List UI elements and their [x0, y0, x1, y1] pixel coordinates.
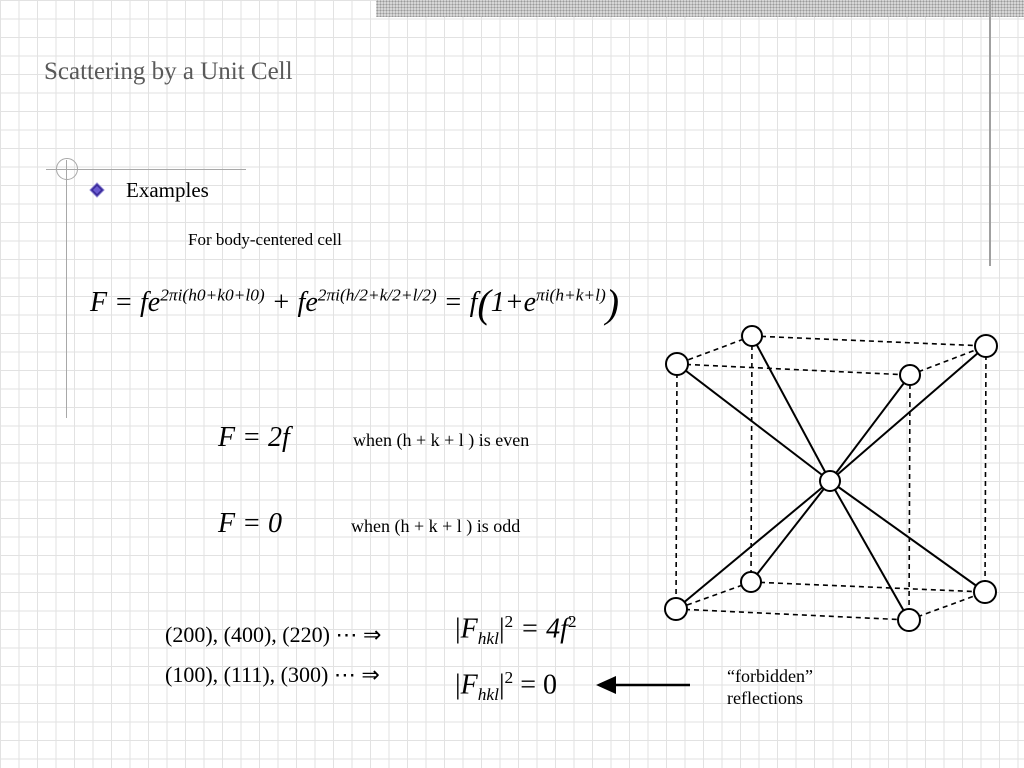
eq-plus: + fe — [264, 287, 318, 318]
decorative-circle — [56, 158, 78, 180]
corner-atom — [665, 352, 689, 376]
subheading: For body-centered cell — [188, 230, 342, 249]
forbidden-annotation: “forbidden” reflections — [727, 665, 813, 709]
eq-exp1: 2πi(h0+k0+l0) — [160, 285, 265, 305]
structure-factor-equation: F = fe2πi(h0+k0+l0) + fe2πi(h/2+k/2+l/2)… — [90, 281, 620, 326]
even-result: F = 2f — [218, 422, 290, 453]
corner-atom — [897, 608, 921, 632]
center-atom — [819, 470, 841, 492]
corner-atom — [740, 571, 762, 593]
eq-exp3: πi(h+k+l) — [536, 285, 606, 305]
corner-atom — [973, 580, 997, 604]
odd-result: F = 0 — [218, 508, 282, 539]
slide-title: Scattering by a Unit Cell — [44, 58, 293, 85]
left-arrow-icon — [596, 676, 690, 694]
odd-condition: when (h + k + l ) is odd — [351, 516, 521, 536]
bullet-text: Examples — [126, 178, 209, 202]
eq-exp2: 2πi(h/2+k/2+l/2) — [317, 285, 437, 305]
eq-lhs: F = fe — [90, 287, 161, 318]
forbidden-reflections: (100), (111), (300) ⋯ ⇒ — [165, 662, 380, 687]
corner-atom — [899, 364, 921, 386]
diamond-bullet-icon — [89, 182, 105, 198]
reflections-label: reflections — [727, 688, 803, 708]
allowed-intensity-equation: |Fhkl|2 = 4f2 — [455, 612, 577, 648]
decorative-horizontal-line — [46, 169, 246, 170]
corner-atom — [974, 334, 998, 358]
even-condition: when (h + k + l ) is even — [353, 430, 530, 450]
forbidden-label: “forbidden” — [727, 666, 813, 686]
corner-atom — [664, 597, 688, 621]
decorative-top-bar — [376, 0, 1024, 17]
eq-inner: 1+e — [490, 287, 537, 318]
decorative-left-line — [66, 160, 67, 418]
eq-equals: = f — [436, 287, 478, 318]
forbidden-intensity-equation: |Fhkl|2 = 0 — [455, 668, 558, 704]
allowed-reflections: (200), (400), (220) ⋯ ⇒ — [165, 622, 382, 647]
decorative-right-line — [989, 0, 991, 266]
bcc-unit-cell-diagram — [664, 325, 998, 632]
corner-atom — [741, 325, 763, 347]
